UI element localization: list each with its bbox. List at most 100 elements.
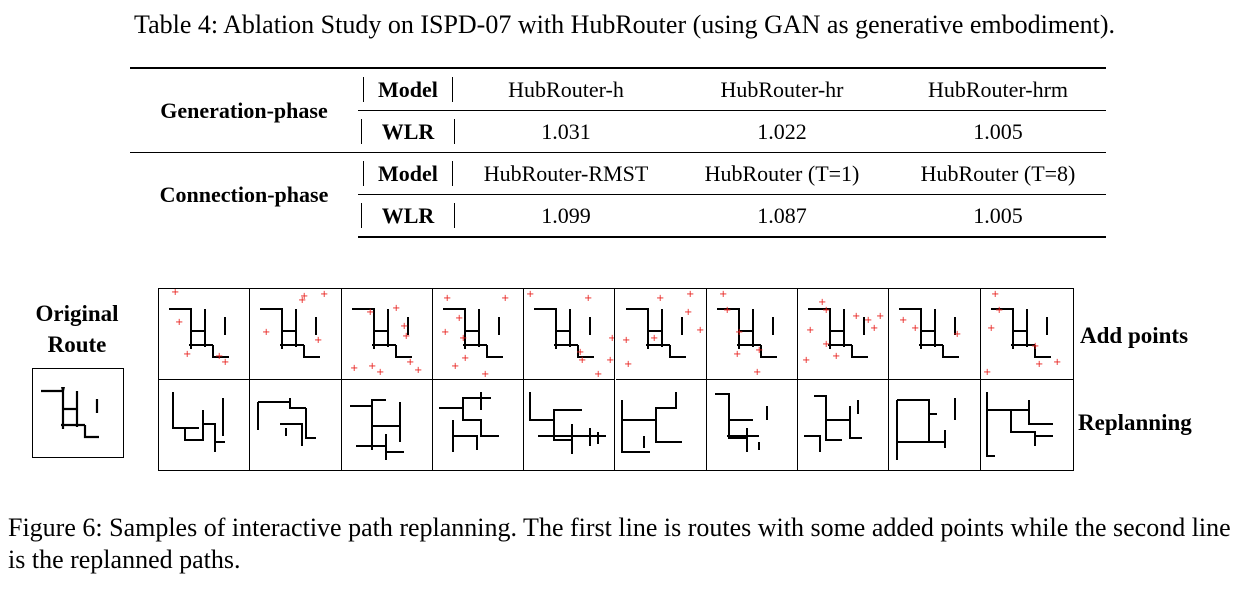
added-point: + — [578, 355, 586, 366]
route-samples-grid: ++++++++++++++++++++++++++++++++++++++++… — [158, 288, 1074, 471]
added-point: + — [953, 329, 961, 340]
added-point: + — [298, 295, 306, 306]
added-point: + — [822, 339, 830, 350]
replanned-route-thumbnail — [433, 379, 525, 470]
added-point: + — [455, 313, 463, 324]
original-route-image — [32, 368, 124, 458]
replanned-route-path — [529, 391, 607, 454]
added-point: + — [501, 293, 509, 304]
original-route-path — [899, 308, 960, 358]
ablation-table: Generation-phase Model HubRouter-h HubRo… — [130, 67, 1106, 238]
added-point: + — [606, 355, 614, 366]
added-point: + — [686, 289, 694, 300]
added-point: + — [624, 359, 632, 370]
added-point: + — [684, 307, 692, 318]
added-point: + — [656, 293, 664, 304]
wlr-value: 1.099 — [458, 194, 674, 238]
model-name: HubRouter-hr — [674, 67, 890, 111]
added-points-thumbnail: ++++++++ — [432, 289, 525, 380]
added-point: + — [899, 315, 907, 326]
added-point: + — [1035, 359, 1043, 370]
wlr-value: 1.022 — [674, 110, 890, 153]
added-point: + — [991, 289, 999, 300]
model-name: HubRouter-h — [458, 67, 674, 111]
original-route-path — [442, 308, 503, 358]
replanned-route-path — [172, 391, 225, 452]
added-point: + — [481, 369, 489, 379]
replanning-label: Replanning — [1078, 410, 1192, 435]
original-route-path — [808, 308, 869, 358]
phase-label: Generation-phase — [130, 67, 358, 153]
original-route-path — [260, 308, 321, 358]
added-point: + — [262, 327, 270, 338]
added-point: + — [650, 333, 658, 344]
wlr-value: 1.031 — [458, 110, 674, 153]
added-point: + — [723, 305, 731, 316]
added-point: + — [995, 305, 1003, 316]
table-row: Generation-phase Model HubRouter-h HubRo… — [130, 67, 1106, 153]
replanned-route-thumbnail — [342, 379, 433, 470]
added-point: + — [911, 323, 919, 334]
added-point: + — [696, 325, 704, 336]
added-point: + — [753, 367, 761, 378]
add-points-label: Add points — [1080, 323, 1189, 348]
added-point: + — [183, 349, 191, 360]
added-points-thumbnail: +++++++++ — [341, 289, 433, 380]
added-point: + — [876, 311, 884, 322]
figure-caption: Figure 6: Samples of interactive path re… — [8, 513, 1231, 574]
added-point: + — [350, 363, 358, 374]
model-name: HubRouter (T=8) — [890, 152, 1106, 195]
added-points-thumbnail: + + + + + + + — [615, 289, 707, 380]
added-point: + — [215, 351, 223, 362]
added-point: + — [608, 333, 614, 344]
added-points-thumbnail: +++++ — [159, 289, 251, 380]
wlr-value: 1.005 — [890, 194, 1106, 238]
added-point: + — [719, 289, 727, 300]
added-points-thumbnail: ++++++++++ — [798, 289, 890, 380]
added-point: + — [806, 325, 814, 336]
replanned-route-path — [985, 391, 1053, 457]
wlr-value: 1.087 — [674, 194, 890, 238]
added-point: + — [366, 307, 374, 318]
replanned-route-thumbnail — [798, 379, 890, 470]
replanned-route-thumbnail — [981, 380, 1073, 471]
added-point: + — [221, 357, 229, 368]
added-point: + — [735, 327, 743, 338]
added-points-thumbnail: +++++++ — [524, 289, 616, 380]
added-point: + — [368, 361, 376, 372]
added-point: + — [443, 293, 451, 304]
replanned-route-thumbnail — [524, 379, 616, 470]
replanned-route-thumbnail — [707, 379, 799, 470]
added-points-thumbnail: + + + — [889, 289, 981, 380]
model-name: HubRouter (T=1) — [674, 152, 890, 195]
replanned-route-path — [257, 397, 317, 446]
added-point: + — [822, 305, 830, 316]
added-point: + — [406, 357, 414, 368]
replanning-figure: Original Route +++++++++++++++++++++++++… — [0, 280, 1249, 480]
table-caption: Table 4: Ablation Study on ISPD-07 with … — [134, 10, 1115, 39]
replanned-route-thumbnail — [616, 379, 707, 470]
replanned-route-thumbnail — [889, 379, 981, 470]
added-points-thumbnail: ++++++ — [706, 289, 799, 380]
added-point: + — [300, 291, 308, 302]
table-row: Connection-phase Model HubRouter-RMST Hu… — [130, 152, 1106, 237]
original-route-label: Original Route — [35, 301, 119, 357]
replanned-route-path — [804, 394, 863, 452]
added-point: + — [175, 317, 183, 328]
wlr-value: 1.005 — [890, 110, 1106, 153]
model-label: Model — [358, 152, 458, 195]
added-point: + — [818, 297, 826, 308]
replanned-route-thumbnail — [159, 379, 251, 470]
added-point: + — [733, 349, 741, 360]
added-points-thumbnail: +++++ — [250, 289, 342, 380]
added-point: + — [832, 351, 840, 362]
added-point: + — [171, 289, 179, 298]
added-point: + — [622, 335, 630, 346]
added-point: + — [320, 289, 328, 300]
table-row: WLR 1.099 1.087 1.005 — [130, 194, 1106, 238]
added-point: + — [400, 321, 408, 332]
original-route-path — [990, 308, 1051, 358]
added-point: + — [802, 355, 810, 366]
added-point: + — [576, 347, 584, 358]
replanned-route-path — [620, 391, 682, 453]
